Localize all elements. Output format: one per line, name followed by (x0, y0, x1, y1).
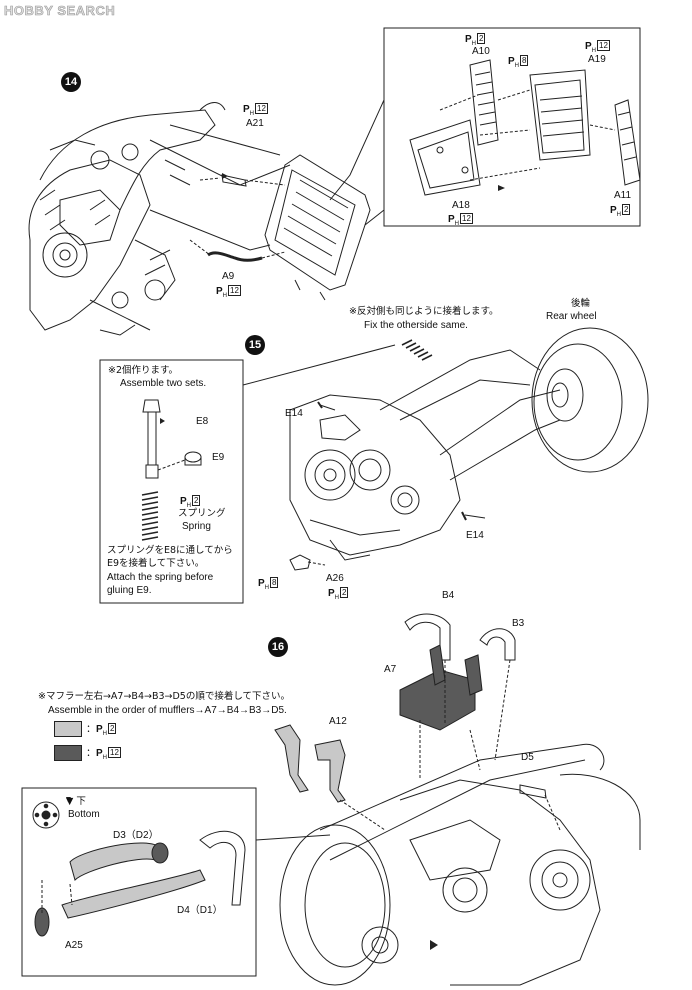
rear-wheel-en: Rear wheel (546, 311, 597, 322)
logo-text: HOBBY SEARCH (4, 3, 116, 19)
callout-title-en: Assemble two sets. (120, 378, 207, 389)
step-15-badge: 15 (245, 335, 265, 355)
paint-ref-a10-extra: PH8 (508, 55, 529, 69)
part-label-a26: A26 (326, 573, 344, 584)
part-label-a12: A12 (329, 716, 347, 727)
callout-instr-jp-2: E9を接着して下さい。 (107, 558, 205, 569)
callout-instr-en-1: Attach the spring before (107, 572, 214, 583)
note-otherside-en: Fix the otherside same. (364, 320, 468, 331)
paint-ref-a10: PH2 (465, 33, 486, 47)
spring-label-en: Spring (182, 521, 211, 532)
part-label-d5: D5 (521, 752, 534, 763)
paint-ref-a18: PH12 (448, 213, 473, 227)
legend-paint-dark: ：PH12 (86, 747, 121, 761)
a21-hose-illustration (221, 174, 247, 187)
legend-swatch-light (54, 721, 82, 737)
muffler-order-en: Assemble in the order of mufflers→A7→B4→… (48, 705, 287, 716)
paint-ref-a21: PH12 (243, 103, 268, 117)
step-16-badge: 16 (268, 637, 288, 657)
paint-ref-a26-left: PH8 (258, 577, 279, 591)
bottom-label-en: Bottom (68, 809, 100, 820)
part-label-b3: B3 (512, 618, 525, 629)
callout-instr-en-2: gluing E9. (107, 585, 152, 596)
part-label-d3: D3（D2） (113, 830, 159, 841)
part-label-e14-top: E14 (285, 408, 303, 419)
legend-paint-light: ：PH2 (86, 723, 117, 737)
part-label-d4: D4（D1） (177, 905, 223, 916)
part-label-b4: B4 (442, 590, 455, 601)
part-label-a9: A9 (222, 271, 235, 282)
spring-label-jp: スプリング (178, 508, 226, 519)
engine-frame-illustration (28, 102, 291, 336)
note-otherside-jp: ※反対側も同じように接着します。 (349, 306, 499, 317)
muffler-order-jp: ※マフラー左右→A7→B4→B3→D5の順で接着して下さい。 (38, 691, 291, 702)
step-14-badge: 14 (61, 72, 81, 92)
part-label-e14-bottom: E14 (466, 530, 484, 541)
part-label-e8: E8 (196, 416, 209, 427)
part-label-a19: A19 (588, 54, 606, 65)
part-label-a18: A18 (452, 200, 470, 211)
paint-ref-spring: PH2 (180, 495, 201, 509)
part-label-a7: A7 (384, 664, 397, 675)
part-label-a10: A10 (472, 46, 490, 57)
paint-ref-a19: PH12 (585, 40, 610, 54)
part-label-e9: E9 (212, 452, 225, 463)
paint-ref-a26: PH2 (328, 587, 349, 601)
radiator-illustration (264, 154, 371, 301)
paint-ref-a9: PH12 (216, 285, 241, 299)
part-label-a25: A25 (65, 940, 83, 951)
callout-title-jp: ※2個作ります。 (108, 365, 179, 376)
hobby-search-logo: HOBBY SEARCH (4, 3, 116, 19)
callout-instr-jp-1: スプリングをE8に通してから (107, 545, 233, 556)
part-label-a21: A21 (246, 118, 264, 129)
paint-ref-a11: PH2 (610, 204, 631, 218)
bottom-label-jp: ▼ 下 (66, 796, 86, 807)
rear-wheel-jp: 後輪 (571, 298, 591, 309)
legend-swatch-dark (54, 745, 82, 761)
part-label-a11: A11 (614, 190, 632, 201)
